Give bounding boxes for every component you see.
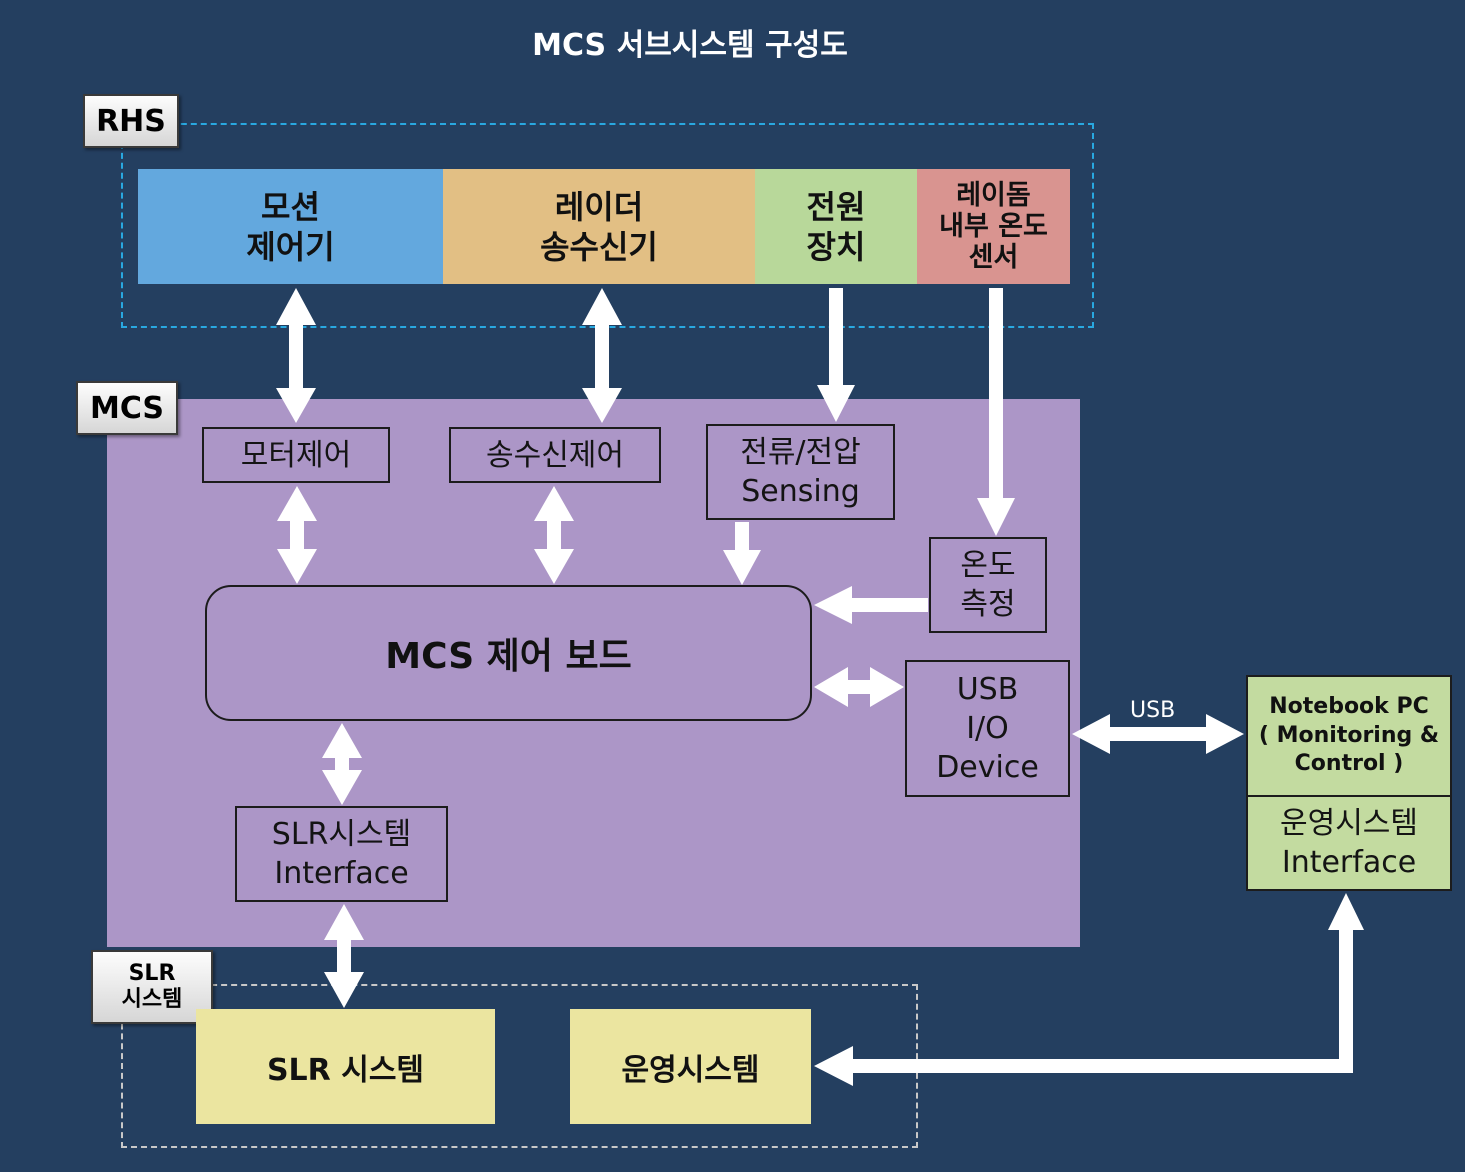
arrow-pc-ops [814,893,1364,1086]
arrow-motion-motor [276,288,316,423]
rhs-tag: RHS [83,94,179,148]
mcs-control-board: MCS 제어 보드 [205,585,812,721]
arrow-board-slr-interface [322,723,362,805]
arrow-sensing-board [723,522,761,585]
arrow-motor-board [277,486,317,584]
transceiver-control-module: 송수신제어 [449,427,661,483]
motor-control-module: 모터제어 [202,427,390,483]
arrow-transceiver-board [534,486,574,584]
radar-transceiver: 레이더 송수신기 [443,169,755,284]
arrow-sensor-temp [977,288,1015,536]
radome-temp-sensor: 레이돔 내부 온도 센서 [917,169,1070,284]
diagram-title: MCS 서브시스템 구성도 [532,28,848,63]
mcs-region [107,399,1080,947]
ops-system-interface: 운영시스템 Interface [1246,795,1452,891]
slr-tag: SLR 시스템 [91,950,213,1024]
slr-system-interface: SLR시스템 Interface [235,806,448,902]
temperature-measure-module: 온도 측정 [929,537,1047,633]
arrow-power-sensing [817,288,855,422]
notebook-pc-panel: Notebook PC ( Monitoring & Control ) [1246,675,1452,795]
usb-link-label: USB [1130,698,1176,723]
arrow-board-usb [814,667,904,707]
mcs-tag: MCS [76,381,178,435]
arrow-usb-pc [1072,714,1244,754]
arrow-radar-transceiver [582,288,622,423]
current-voltage-sensing-module: 전류/전압 Sensing [706,424,895,520]
motion-controller: 모션 제어기 [138,169,443,284]
usb-io-device: USB I/O Device [905,660,1070,797]
operation-system-unit: 운영시스템 [570,1009,811,1124]
arrow-slr-interface-system [324,904,364,1008]
arrow-temp-board [814,586,928,624]
slr-system-unit: SLR 시스템 [196,1009,495,1124]
power-unit: 전원 장치 [755,169,917,284]
